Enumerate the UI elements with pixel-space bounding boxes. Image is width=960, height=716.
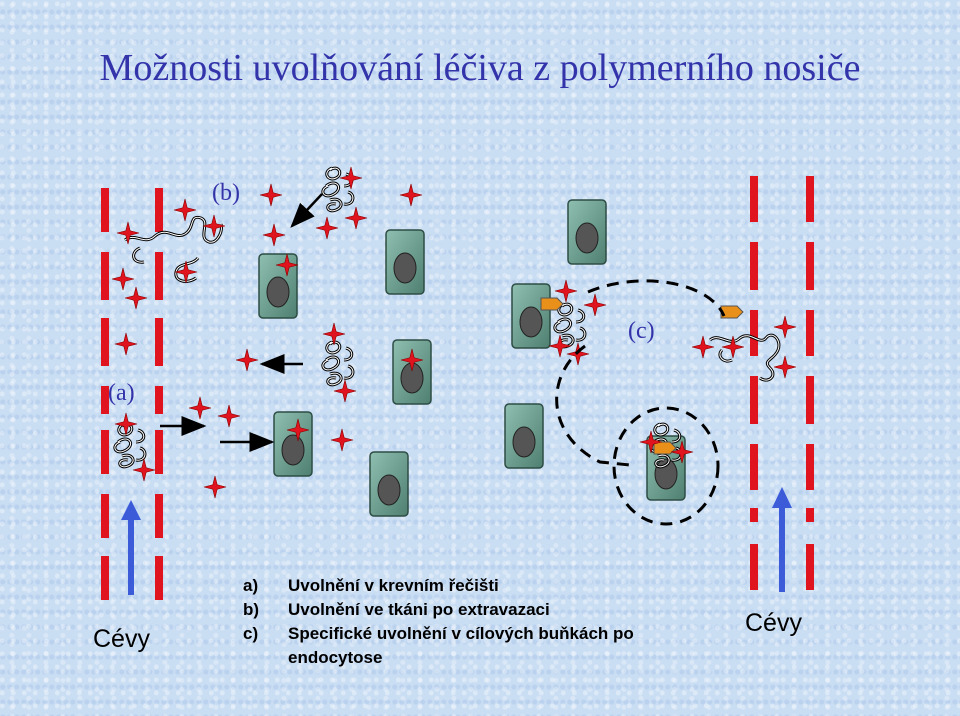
left-vessel <box>101 188 163 600</box>
legend-item: c) Specifické uvolnění v cílových buňkác… <box>243 622 688 670</box>
label-a: (a) <box>108 380 135 406</box>
endocytosis-path <box>555 279 726 526</box>
right-vessel <box>750 176 814 592</box>
release-arrows <box>160 193 323 452</box>
legend-key: c) <box>243 624 259 643</box>
tissue-cells <box>258 199 686 517</box>
label-b: (b) <box>212 180 240 206</box>
legend-key: b) <box>243 600 260 619</box>
drug-molecules <box>111 166 797 499</box>
legend-text: Specifické uvolnění v cílových buňkách p… <box>288 624 634 667</box>
legend-item: a) Uvolnění v krevním řečišti <box>243 574 688 598</box>
legend-text: Uvolnění ve tkáni po extravazaci <box>288 600 550 619</box>
page-title: Možnosti uvolňování léčiva z polymerního… <box>99 47 861 89</box>
label-c: (c) <box>628 318 655 344</box>
flow-arrow-left <box>121 500 141 595</box>
legend-key: a) <box>243 576 259 595</box>
legend-item: b) Uvolnění ve tkáni po extravazaci <box>243 598 688 622</box>
polymer-carriers <box>113 166 781 469</box>
flow-arrow-right <box>772 487 792 592</box>
legend: a) Uvolnění v krevním řečišti b) Uvolněn… <box>243 574 688 670</box>
legend-text: Uvolnění v krevním řečišti <box>288 576 499 595</box>
vessel-label-right: Cévy <box>745 609 802 637</box>
vessel-label-left: Cévy <box>93 625 150 653</box>
